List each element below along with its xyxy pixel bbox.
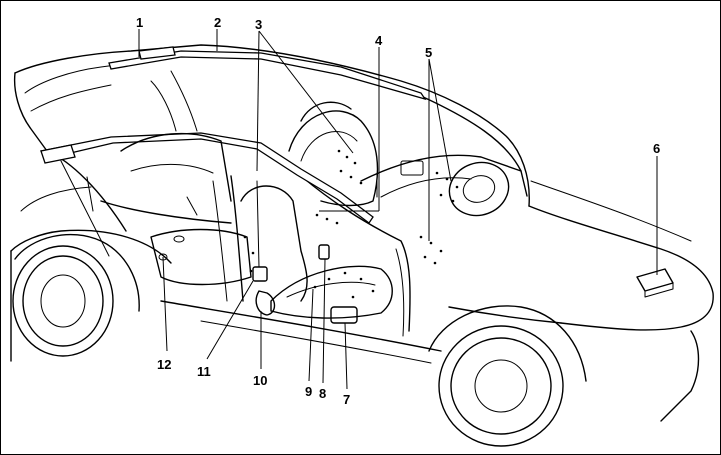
callout-3: 3 <box>255 17 262 32</box>
rear-wheel <box>13 235 139 356</box>
callout-9: 9 <box>305 384 312 399</box>
callout-labels: 1 2 3 4 5 6 7 8 9 10 11 12 <box>136 15 660 407</box>
buckle-sensor <box>319 245 329 259</box>
callout-1: 1 <box>136 15 143 30</box>
curtain-airbag-strip-lower <box>41 133 373 223</box>
pretensioner-assembly <box>253 181 275 315</box>
callout-10: 10 <box>253 373 267 388</box>
driver-seat <box>241 186 392 318</box>
callout-4: 4 <box>375 33 383 48</box>
callout-11: 11 <box>197 364 211 379</box>
front-wheel <box>429 306 586 446</box>
callout-5: 5 <box>425 45 432 60</box>
control-unit-box <box>637 269 673 297</box>
car-body-outline <box>11 45 713 421</box>
curtain-airbag-strip-upper <box>109 47 425 99</box>
callout-6: 6 <box>653 141 660 156</box>
callout-12: 12 <box>157 357 171 372</box>
airbag-zone-dots <box>244 150 459 299</box>
callout-8: 8 <box>319 386 326 401</box>
floor-sensor-box <box>331 307 357 323</box>
dashboard <box>361 155 521 197</box>
rear-seat <box>87 71 251 285</box>
callout-2: 2 <box>214 15 221 30</box>
callout-7: 7 <box>343 392 350 407</box>
